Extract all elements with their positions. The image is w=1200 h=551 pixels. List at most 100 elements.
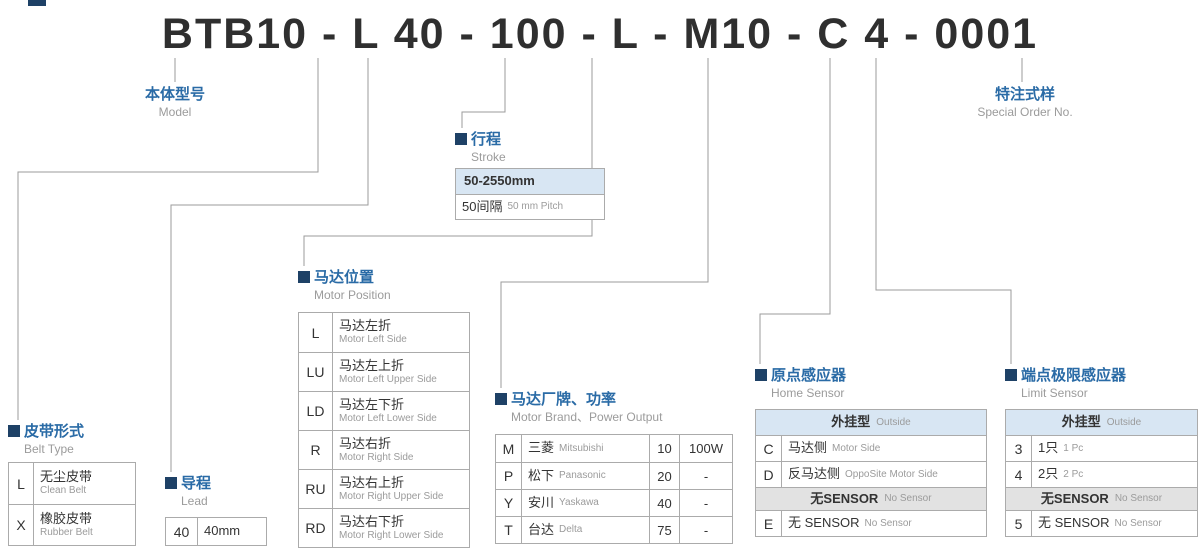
corner-mark (28, 0, 46, 6)
lead-heading-zh: 导程 (181, 475, 212, 492)
desc-zh: 无尘皮带 (40, 469, 93, 485)
home-sensor-row: D 反马达侧 OppoSite Motor Side (756, 461, 986, 487)
stroke-heading: 行程 Stroke (455, 130, 506, 165)
square-bullet-icon (495, 393, 507, 405)
motor-position-heading-zh: 马达位置 (314, 269, 375, 286)
limit-sensor-heading: 端点极限感应器 Limit Sensor (1005, 366, 1126, 401)
special-order-label-zh: 特注式样 (994, 86, 1055, 103)
num-cell: 20 (650, 463, 680, 489)
code-cell: 4 (1006, 462, 1032, 487)
limit-sensor-heading-en: Limit Sensor (1021, 386, 1088, 400)
code-cell: 40 (166, 518, 198, 545)
outside-en: Outside (1106, 416, 1142, 428)
desc-zh: 反马达侧 (788, 466, 841, 482)
nosensor-en: No Sensor (884, 493, 932, 505)
stroke-range-row: 50-2550mm (456, 169, 604, 194)
lead-heading: 导程 Lead (165, 474, 211, 509)
square-bullet-icon (165, 477, 177, 489)
code-cell: E (756, 511, 782, 536)
square-bullet-icon (298, 271, 310, 283)
code-cell: 3 (1006, 436, 1032, 461)
brand-zh: 松下 (528, 467, 555, 483)
square-bullet-icon (455, 133, 467, 145)
square-bullet-icon (8, 425, 20, 437)
code-cell: LU (299, 353, 333, 391)
desc-zh: 2只 (1038, 466, 1059, 482)
desc-en: 1 Pc (1063, 442, 1084, 454)
num-cell: 40 (650, 490, 680, 516)
code-cell: R (299, 431, 333, 469)
outside-zh: 外挂型 (831, 414, 871, 430)
belt-type-heading-en: Belt Type (24, 442, 74, 456)
lead-heading-en: Lead (181, 494, 208, 508)
code-cell: D (756, 462, 782, 487)
limit-sensor-nosensor-header: 无SENSOR No Sensor (1006, 487, 1197, 510)
brand-en: Yaskawa (559, 497, 599, 509)
home-sensor-outside-header: 外挂型 Outside (756, 410, 986, 435)
desc-zh: 无 SENSOR (788, 515, 860, 531)
limit-sensor-heading-zh: 端点极限感应器 (1021, 367, 1127, 384)
desc-zh: 无 SENSOR (1038, 515, 1110, 531)
code-cell: X (9, 505, 34, 545)
home-sensor-heading-zh: 原点感应器 (771, 367, 847, 384)
stroke-pitch-en: 50 mm Pitch (507, 201, 564, 213)
power-cell: - (703, 468, 709, 484)
outside-zh: 外挂型 (1061, 414, 1101, 430)
desc-zh: 马达左折 (339, 318, 392, 334)
stroke-pitch-row: 50间隔 50 mm Pitch (456, 194, 604, 219)
square-bullet-icon (1005, 369, 1017, 381)
stroke-table: 50-2550mm 50间隔 50 mm Pitch (455, 168, 605, 220)
home-sensor-heading-en: Home Sensor (771, 386, 845, 400)
brand-en: Delta (559, 524, 583, 536)
desc-en: Motor Left Side (339, 334, 407, 346)
belt-type-heading: 皮带形式 Belt Type (8, 422, 84, 457)
code-cell: C (756, 436, 782, 461)
desc-en: OppoSite Motor Side (845, 468, 938, 480)
desc-en: Motor Left Lower Side (339, 412, 437, 424)
desc-zh: 马达右下折 (339, 513, 405, 529)
desc-zh: 马达左上折 (339, 357, 405, 373)
code-cell: L (299, 313, 333, 352)
special-order-label-en: Special Order No. (977, 104, 1073, 119)
motor-brand-heading-zh: 马达厂牌、功率 (511, 391, 617, 408)
stroke-pitch-zh: 50间隔 (462, 198, 503, 214)
desc-en: Clean Belt (40, 485, 87, 497)
stroke-heading-zh: 行程 (471, 131, 502, 148)
home-sensor-heading: 原点感应器 Home Sensor (755, 366, 846, 401)
desc-zh: 马达左下折 (339, 396, 405, 412)
lead-value: 40mm (204, 523, 241, 539)
limit-sensor-outside-header: 外挂型 Outside (1006, 410, 1197, 435)
outside-en: Outside (876, 416, 911, 428)
brand-en: Mitsubishi (559, 442, 604, 454)
num-cell: 75 (650, 517, 680, 543)
code-cell: RD (299, 509, 333, 547)
desc-zh: 马达右上折 (339, 474, 405, 490)
code-cell: M (496, 435, 522, 462)
nosensor-zh: 无SENSOR (1040, 490, 1109, 506)
code-cell: LD (299, 392, 333, 430)
belt-type-heading-zh: 皮带形式 (24, 423, 85, 440)
code-cell: T (496, 517, 522, 543)
brand-zh: 台达 (528, 521, 555, 537)
code-cell: P (496, 463, 522, 489)
motor-position-heading: 马达位置 Motor Position (298, 268, 391, 303)
motor-position-heading-en: Motor Position (314, 288, 391, 302)
model-label: 本体型号 Model (115, 85, 235, 120)
code-cell: Y (496, 490, 522, 516)
